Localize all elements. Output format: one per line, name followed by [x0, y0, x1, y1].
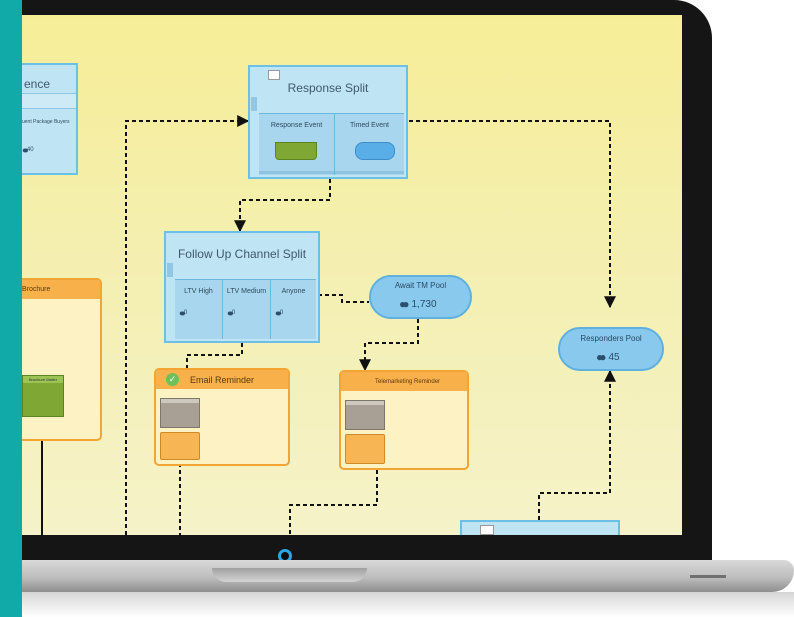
panel-header	[156, 370, 288, 389]
column-label: Response Event	[270, 122, 323, 129]
column-label: Anyone	[281, 288, 306, 295]
link-follow-up-to-await-pool	[318, 294, 369, 303]
panel-title: Telemarketing Reminder	[375, 379, 441, 385]
segment-count: ●● 40	[22, 145, 34, 155]
card-title: Brochure Mailer	[23, 376, 63, 383]
brochure-panel[interactable]: Brochure Brochure Mailer	[22, 278, 102, 441]
panel-body: Response Event Timed Event	[259, 113, 404, 175]
teal-side-stripe	[0, 0, 22, 617]
link-bottom-to-responders-pool	[538, 369, 616, 520]
column-label: LTV High	[184, 288, 213, 295]
await-tm-pool[interactable]: Await TM Pool ●● 1,730	[369, 275, 472, 319]
follow-up-channel-split-panel[interactable]: Follow Up Channel Split LTV High ●●0 LTV…	[164, 231, 320, 343]
panel-title: Follow Up Channel Split	[177, 247, 307, 261]
segment-label: uent Package Buyers	[22, 119, 70, 125]
column-footer	[335, 171, 404, 174]
email-reminder-panel[interactable]: ✓ Email Reminder	[154, 368, 290, 466]
panel-title: Brochure	[22, 286, 51, 293]
link-await-to-telemarketing	[359, 319, 419, 372]
email-card[interactable]	[160, 398, 200, 428]
link-start-to-response-split	[125, 115, 250, 535]
people-icon: ●●	[22, 145, 29, 155]
connector-lines	[36, 115, 616, 535]
email-result-card[interactable]	[160, 432, 200, 460]
timer-node-icon	[355, 142, 395, 160]
people-icon: ●●	[227, 308, 234, 318]
telemarketing-card[interactable]	[345, 400, 385, 430]
panel-title: ence	[24, 77, 51, 91]
people-icon: ●●	[275, 308, 282, 318]
column-count: ●●0	[227, 308, 235, 318]
event-node-icon	[275, 142, 317, 160]
pool-count: ●● 1,730	[399, 297, 437, 311]
column-footer	[259, 171, 334, 174]
panel-title: Email Reminder	[190, 375, 255, 385]
side-tab	[167, 263, 173, 277]
panel-badge-icon	[268, 70, 280, 80]
responders-pool[interactable]: Responders Pool ●● 45	[558, 327, 664, 371]
side-tab	[251, 97, 257, 111]
telemarketing-reminder-panel[interactable]: Telemarketing Reminder	[339, 370, 469, 470]
laptop-opening-notch	[212, 568, 367, 582]
count-value: 40	[26, 147, 34, 153]
pool-title: Await TM Pool	[394, 281, 447, 290]
panel-title: Response Split	[287, 81, 369, 95]
brochure-mailer-card[interactable]: Brochure Mailer	[22, 375, 64, 417]
column-timed-event[interactable]: Timed Event	[335, 114, 404, 175]
panel-badge-icon	[480, 525, 494, 535]
card-header	[346, 401, 384, 405]
column-response-event[interactable]: Response Event	[259, 114, 335, 175]
count-value: 45	[608, 351, 620, 363]
count-value: 0	[279, 310, 284, 316]
bottom-panel-partial[interactable]	[460, 520, 620, 535]
link-response-to-responders-pool	[409, 120, 616, 309]
column-count: ●●0	[179, 308, 187, 318]
panel-body: LTV High ●●0 LTV Medium ●●0 Anyone ●●0	[175, 279, 316, 339]
laptop-port	[690, 575, 726, 578]
column-ltv-high[interactable]: LTV High ●●0	[175, 280, 223, 339]
panel-header	[22, 280, 100, 299]
link-telemarketing-down	[289, 470, 378, 535]
segment-panel-left[interactable]: ence uent Package Buyers ●● 40	[22, 63, 78, 175]
laptop-screen: ence uent Package Buyers ●● 40 Response …	[22, 15, 682, 535]
check-icon: ✓	[166, 373, 179, 386]
card-header	[161, 399, 199, 403]
count-value: 0	[231, 310, 236, 316]
response-split-panel[interactable]: Response Split Response Event Timed Even…	[248, 65, 408, 179]
laptop-shadow	[22, 592, 794, 617]
panel-header-bar	[22, 93, 76, 109]
telemarketing-result-card[interactable]	[345, 434, 385, 464]
people-icon: ●●	[596, 350, 606, 364]
column-ltv-medium[interactable]: LTV Medium ●●0	[223, 280, 271, 339]
panel-header	[341, 372, 467, 391]
column-label: Timed Event	[349, 122, 390, 129]
link-response-to-follow-up	[234, 179, 331, 233]
people-icon: ●●	[399, 297, 409, 311]
count-value: 0	[183, 310, 188, 316]
count-value: 1,730	[411, 298, 437, 310]
laptop-base	[22, 560, 794, 592]
pool-title: Responders Pool	[580, 334, 642, 343]
pool-count: ●● 45	[596, 350, 620, 364]
people-icon: ●●	[179, 308, 186, 318]
column-label: LTV Medium	[226, 288, 267, 295]
column-count: ●●0	[275, 308, 283, 318]
link-follow-up-to-email	[186, 343, 243, 368]
column-anyone[interactable]: Anyone ●●0	[271, 280, 316, 339]
